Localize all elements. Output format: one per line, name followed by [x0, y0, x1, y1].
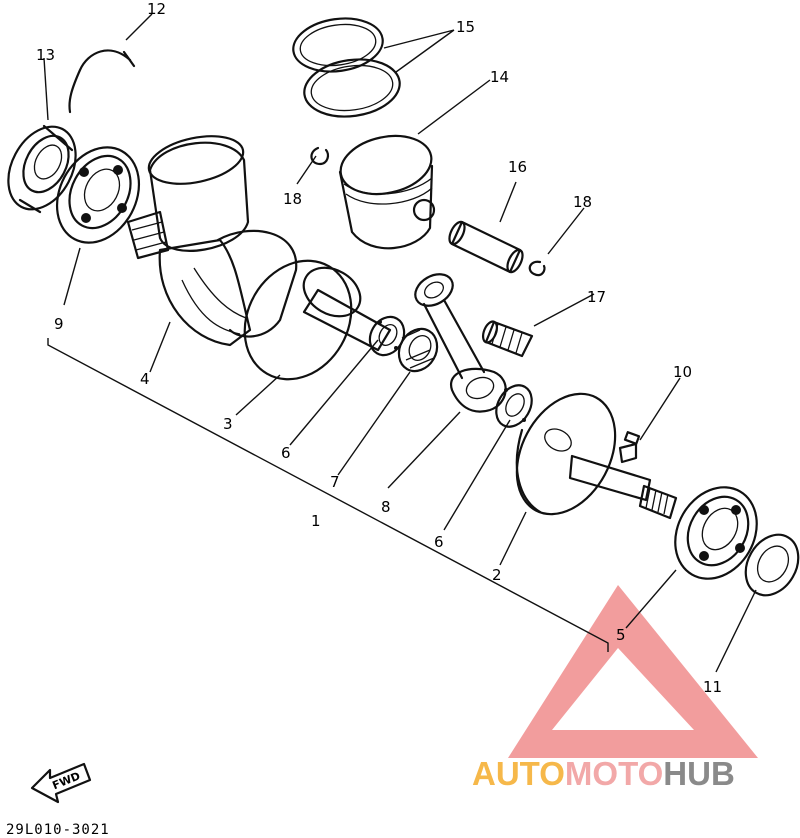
callout-4: 4 [140, 370, 150, 388]
piston-pin-16 [448, 220, 524, 274]
callout-9: 9 [54, 315, 64, 333]
callout-10: 10 [673, 363, 692, 381]
circlip-18-upper [310, 146, 330, 166]
watermark-moto: MOTO [565, 755, 663, 792]
circlip-12 [68, 49, 136, 114]
callout-14: 14 [490, 68, 509, 86]
callout-7: 7 [330, 473, 340, 491]
callout-12: 12 [147, 0, 166, 18]
callout-11: 11 [703, 678, 722, 696]
callout-17: 17 [587, 288, 606, 306]
assembly-bracket-line [47, 338, 609, 652]
part-callouts: 12 13 15 14 16 18 18 17 9 10 4 3 6 7 8 1… [36, 0, 722, 696]
watermark-hub: HUB [663, 755, 735, 792]
crank-half-left [126, 135, 392, 381]
automotohub-logo-mark [508, 585, 758, 758]
callout-1: 1 [311, 512, 321, 530]
callout-18-lower: 18 [573, 193, 592, 211]
callout-13: 13 [36, 46, 55, 64]
callout-2: 2 [492, 566, 502, 584]
thrust-washer-6-right [495, 384, 533, 428]
callout-16: 16 [508, 158, 527, 176]
callout-5: 5 [616, 626, 626, 644]
watermark-auto: AUTO [472, 755, 565, 792]
small-end-bearing-17 [481, 320, 534, 358]
callout-6-right: 6 [434, 533, 444, 551]
drawing-code: 29L010-3021 [6, 822, 110, 838]
callout-6-left: 6 [281, 444, 291, 462]
leader-lines [43, 13, 757, 673]
piston-rings [292, 17, 401, 118]
callout-15: 15 [456, 18, 475, 36]
oil-seal-11 [744, 533, 800, 597]
piston-14 [338, 134, 436, 250]
bearing-9 [55, 146, 141, 244]
callout-3: 3 [223, 415, 233, 433]
callout-18-upper: 18 [283, 190, 302, 208]
oil-seal-13 [7, 124, 77, 214]
woodruff-key-10 [623, 431, 641, 445]
circlip-18-lower [528, 260, 546, 277]
callout-8: 8 [381, 498, 391, 516]
needle-bearing-7 [397, 327, 439, 373]
forward-arrow-icon: FWD [30, 762, 92, 804]
bearing-5 [674, 486, 758, 580]
crank-half-right [515, 392, 678, 520]
automotohub-watermark: AUTOMOTOHUB [472, 755, 735, 792]
svg-text:AUTOMOTOHUB: AUTOMOTOHUB [472, 755, 735, 792]
